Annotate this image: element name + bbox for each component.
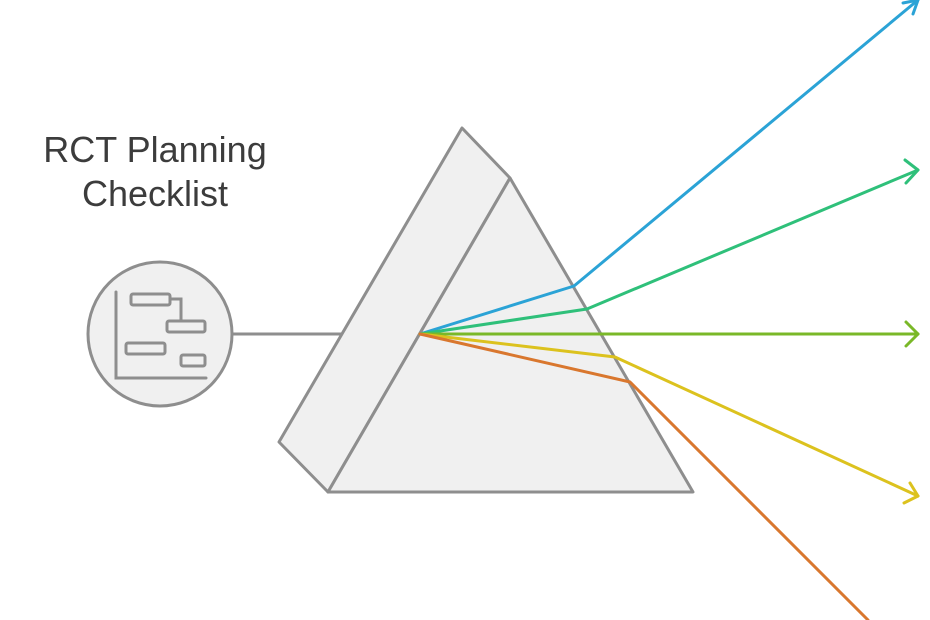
diagram-title: RCT Planning Checklist <box>20 128 290 216</box>
arrowhead-yellow <box>902 481 920 505</box>
beam-orange <box>418 332 870 620</box>
beam-blue <box>418 0 920 336</box>
gantt-chart-icon <box>86 260 234 408</box>
beam-teal-green <box>418 168 920 336</box>
arrowhead-green <box>904 320 920 348</box>
arrowhead-blue <box>901 0 920 16</box>
title-line-2: Checklist <box>81 173 229 214</box>
arrowhead-teal-green <box>903 158 920 185</box>
beam-yellow <box>418 332 920 498</box>
title-line-1: RCT Planning <box>43 129 267 170</box>
